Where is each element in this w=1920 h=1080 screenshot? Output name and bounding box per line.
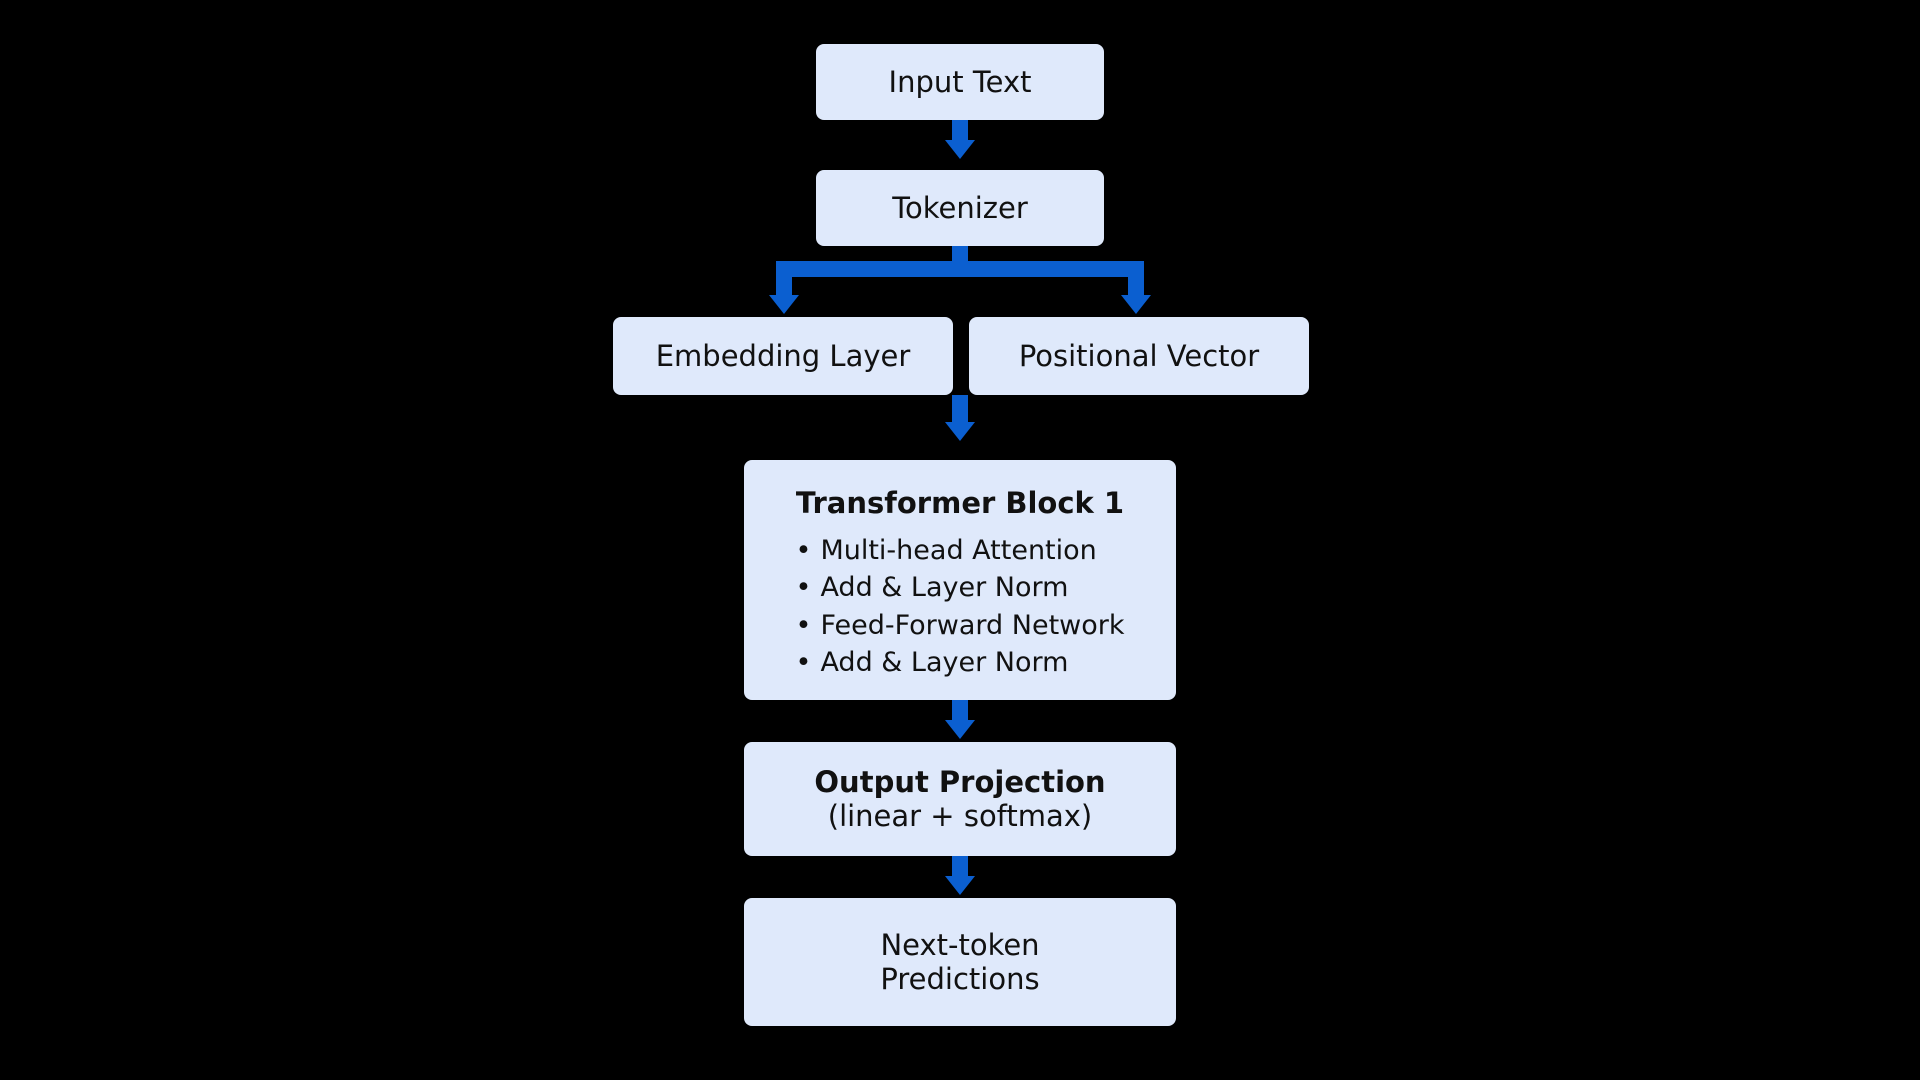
node-positional-vector-label: Positional Vector — [1018, 338, 1260, 373]
edge-embedding-to-transformer-line — [952, 395, 968, 424]
edge-embedding-to-transformer-arrowhead — [945, 422, 975, 441]
node-output-projection[interactable]: Output Projection (linear + softmax) — [744, 742, 1176, 856]
node-next-token-predictions-line1: Next-token — [880, 927, 1040, 962]
node-next-token-predictions-line2: Predictions — [880, 962, 1040, 996]
list-item: Feed-Forward Network — [796, 607, 1124, 644]
edge-tokenizer-to-positional-arrowhead — [1121, 295, 1151, 314]
list-item: Add & Layer Norm — [796, 569, 1125, 606]
node-input-text-label: Input Text — [888, 64, 1032, 99]
edge-output-to-predictions-arrowhead — [945, 876, 975, 895]
list-item: Multi-head Attention — [796, 532, 1125, 569]
edge-tokenizer-to-embedding-line — [776, 261, 792, 297]
edge-input-to-tokenizer-line — [952, 120, 968, 142]
edge-transformer-to-output-line — [952, 700, 968, 722]
edge-output-to-predictions-line — [952, 856, 968, 878]
node-tokenizer[interactable]: Tokenizer — [816, 170, 1104, 246]
node-input-text[interactable]: Input Text — [816, 44, 1104, 120]
edge-transformer-to-output-arrowhead — [945, 720, 975, 739]
edge-tokenizer-to-embedding-arrowhead — [769, 295, 799, 314]
node-transformer-block-title: Transformer Block 1 — [795, 486, 1125, 520]
edge-tokenizer-split-bar — [776, 261, 1144, 277]
node-output-projection-title: Output Projection — [814, 764, 1106, 799]
node-embedding-layer-label: Embedding Layer — [655, 338, 911, 373]
node-transformer-block[interactable]: Transformer Block 1 Multi-head Attention… — [744, 460, 1176, 700]
edge-tokenizer-to-positional-line — [1128, 261, 1144, 297]
node-output-projection-subtitle: (linear + softmax) — [827, 799, 1093, 833]
node-embedding-layer[interactable]: Embedding Layer — [613, 317, 953, 395]
node-tokenizer-label: Tokenizer — [892, 190, 1028, 225]
node-positional-vector[interactable]: Positional Vector — [969, 317, 1309, 395]
edge-input-to-tokenizer-arrowhead — [945, 140, 975, 159]
list-item: Add & Layer Norm — [796, 644, 1125, 681]
node-next-token-predictions[interactable]: Next-token Predictions — [744, 898, 1176, 1026]
transformer-block-item-list: Multi-head Attention Add & Layer Norm Fe… — [796, 532, 1125, 681]
